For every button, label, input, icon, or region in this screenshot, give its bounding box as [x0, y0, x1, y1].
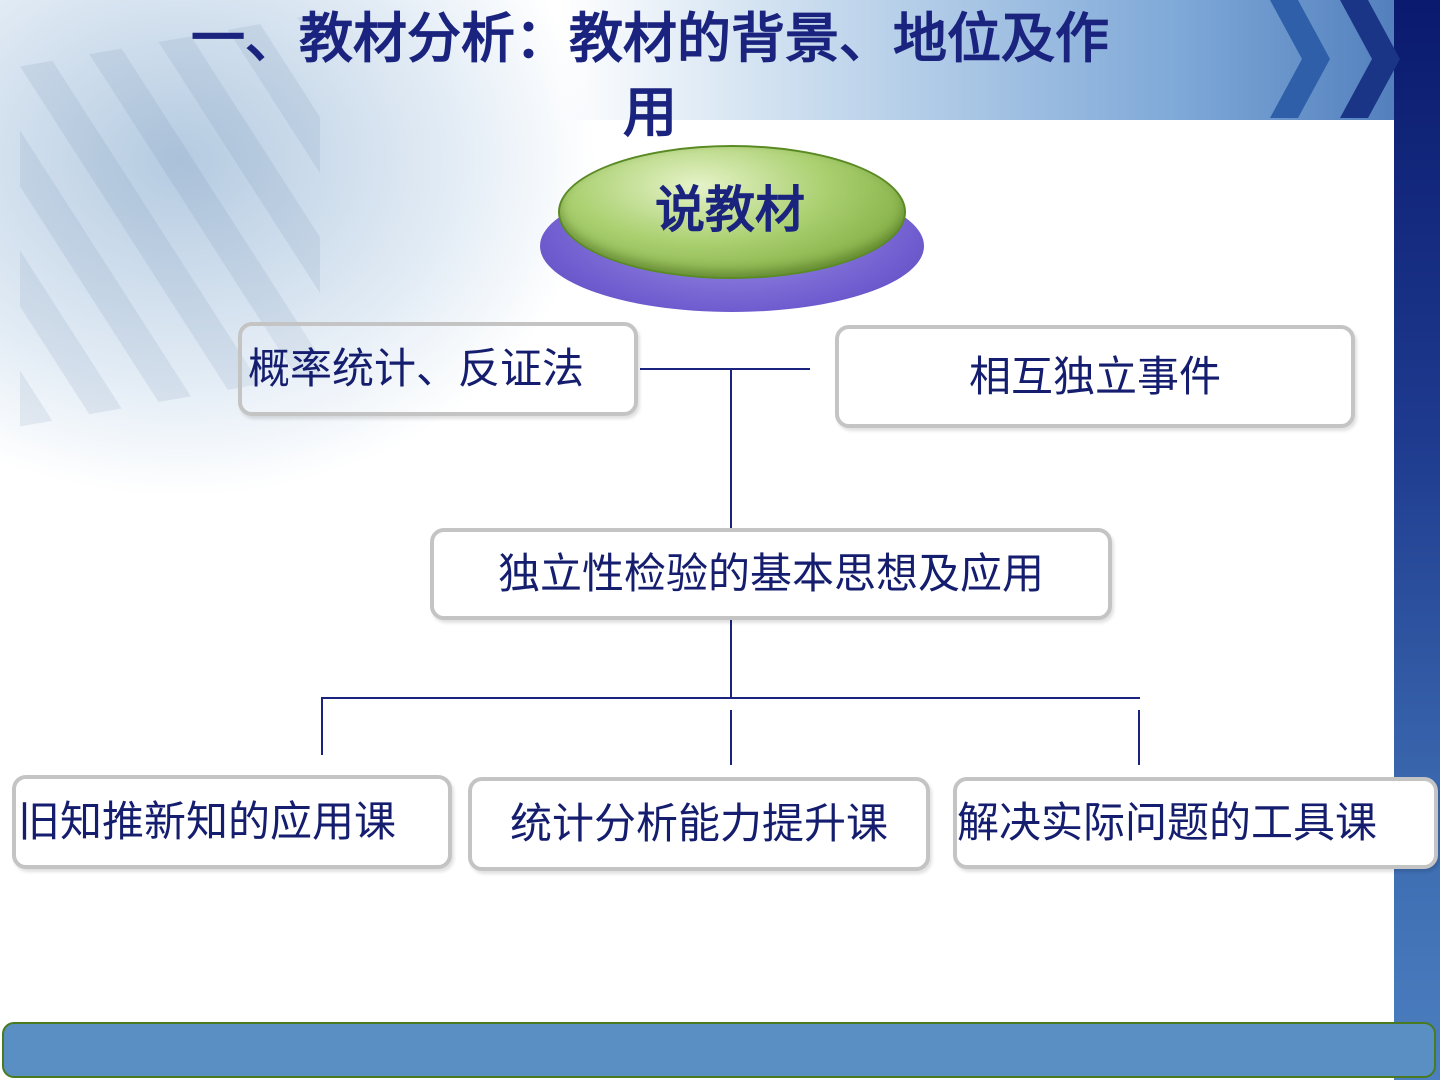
hub-label: 说教材: [655, 181, 805, 239]
node-center-topic: 独立性检验的基本思想及应用: [430, 528, 1112, 620]
connector-line: [730, 710, 732, 765]
connector-line: [1138, 710, 1140, 765]
page-title-line2: 用: [623, 81, 677, 144]
right-side-bar: [1394, 0, 1440, 1080]
node-concept: 相互独立事件: [835, 325, 1355, 428]
bottom-bar: [2, 1022, 1436, 1078]
node-outcome-3: 解决实际问题的工具课: [953, 777, 1438, 869]
chevron-right-icon: [1340, 0, 1400, 118]
page-title: 一、教材分析：教材的背景、地位及作 用: [60, 2, 1240, 150]
connector-line: [322, 697, 1140, 699]
hub-ellipse: [558, 145, 906, 279]
connector-line: [321, 697, 323, 755]
node-outcome-1: 旧知推新知的应用课: [12, 775, 452, 869]
node-outcome-2: 统计分析能力提升课: [468, 777, 930, 871]
chevron-right-icon: [1270, 0, 1330, 118]
connector-line: [730, 620, 732, 698]
connector-line: [640, 368, 810, 370]
page-title-line1: 一、教材分析：教材的背景、地位及作: [191, 7, 1109, 70]
connector-line: [730, 368, 732, 528]
node-prerequisite: 概率统计、反证法: [238, 322, 638, 416]
